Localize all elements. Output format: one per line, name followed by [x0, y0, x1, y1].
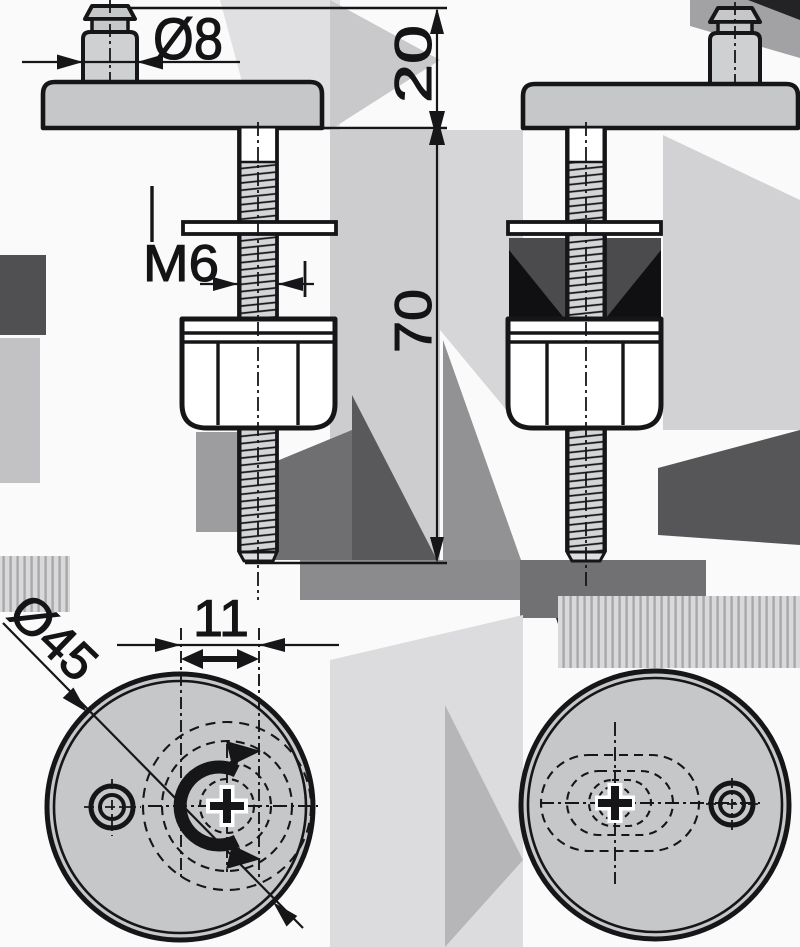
screw-hole-right: [706, 778, 758, 831]
arrowhead: [278, 277, 303, 291]
artifact-patch: [300, 560, 520, 600]
artifact-patch: [606, 250, 661, 318]
artifact-patch: [445, 705, 523, 947]
arrowhead: [237, 649, 259, 669]
foot-body-right: [505, 316, 664, 431]
top-view-right: [518, 668, 792, 942]
dimension-diameter-8: Ø8: [22, 6, 240, 73]
artifact-patch: [330, 0, 440, 130]
dashed-circle: [160, 739, 294, 873]
screw-cross-marker-right: [595, 783, 635, 823]
dashed-circle: [181, 760, 273, 852]
dashed-obround: [539, 753, 701, 853]
artifact-patch: [443, 340, 521, 560]
dimension-label-thread: M6: [143, 235, 219, 293]
dashed-circle: [198, 777, 256, 835]
screw-hole-left: [84, 779, 141, 836]
side-view-left: [40, 0, 447, 600]
arrowhead: [226, 845, 261, 869]
arrowhead: [137, 54, 163, 70]
artifact-patch: [196, 432, 240, 532]
artifact-patch: [658, 430, 800, 545]
dimension-label-slot-travel: 11: [193, 590, 249, 648]
dashed-obround: [587, 778, 653, 828]
cap-plate-left: [40, 79, 325, 131]
artifact-patch: [330, 615, 523, 947]
artifact-patch: [748, 0, 800, 20]
artifact-patch: [0, 556, 70, 612]
dimension-line-diagonal: [2, 622, 304, 929]
arrowhead: [181, 649, 203, 669]
arrowhead: [155, 638, 181, 652]
stud-right: [708, 2, 762, 96]
dimension-height-20-70: 20 70: [384, 8, 445, 563]
base-plate-outline: [518, 668, 792, 942]
artifact-patch: [0, 338, 40, 483]
arrowhead: [62, 687, 87, 712]
artifact-patch: [663, 135, 800, 430]
base-plate-inner-ring: [52, 679, 308, 935]
stud-cap: [708, 6, 762, 24]
artifact-patch: [0, 255, 46, 335]
arrowhead: [226, 741, 261, 765]
washer-left: [181, 220, 338, 236]
stud-left: [81, 0, 139, 90]
dimension-label-head-height: 20: [385, 25, 443, 103]
washer-right: [506, 220, 663, 236]
arrowhead: [429, 115, 445, 145]
arrowhead: [57, 54, 83, 70]
arrowhead: [430, 8, 444, 34]
dimension-label-overall-height: 70: [385, 289, 443, 353]
artifact-patch: [255, 430, 352, 560]
arrowhead: [213, 277, 238, 291]
artifact-patch: [352, 395, 437, 560]
arrowhead: [430, 537, 444, 563]
dimension-label-stud-diameter: Ø8: [153, 7, 223, 72]
rotate-adjust-icon: [173, 741, 261, 869]
dashed-circle: [141, 720, 313, 892]
artifact-patch: [440, 130, 523, 430]
screw-cross-marker-left: [206, 785, 248, 827]
cap-plate-right: [520, 81, 800, 131]
slide-adjust-icon: [181, 649, 259, 669]
arrowhead: [259, 638, 285, 652]
dashed-obround: [565, 769, 675, 837]
rotation-arc: [173, 760, 240, 852]
artifact-patch: [558, 596, 800, 668]
base-plate-inner-ring: [526, 676, 784, 934]
foot-body-outline: [505, 316, 664, 431]
dimension-thread-m6: M6: [142, 186, 314, 297]
artifact-patch: [509, 250, 564, 318]
arrowhead: [273, 902, 298, 927]
side-view-right: [505, 2, 800, 588]
